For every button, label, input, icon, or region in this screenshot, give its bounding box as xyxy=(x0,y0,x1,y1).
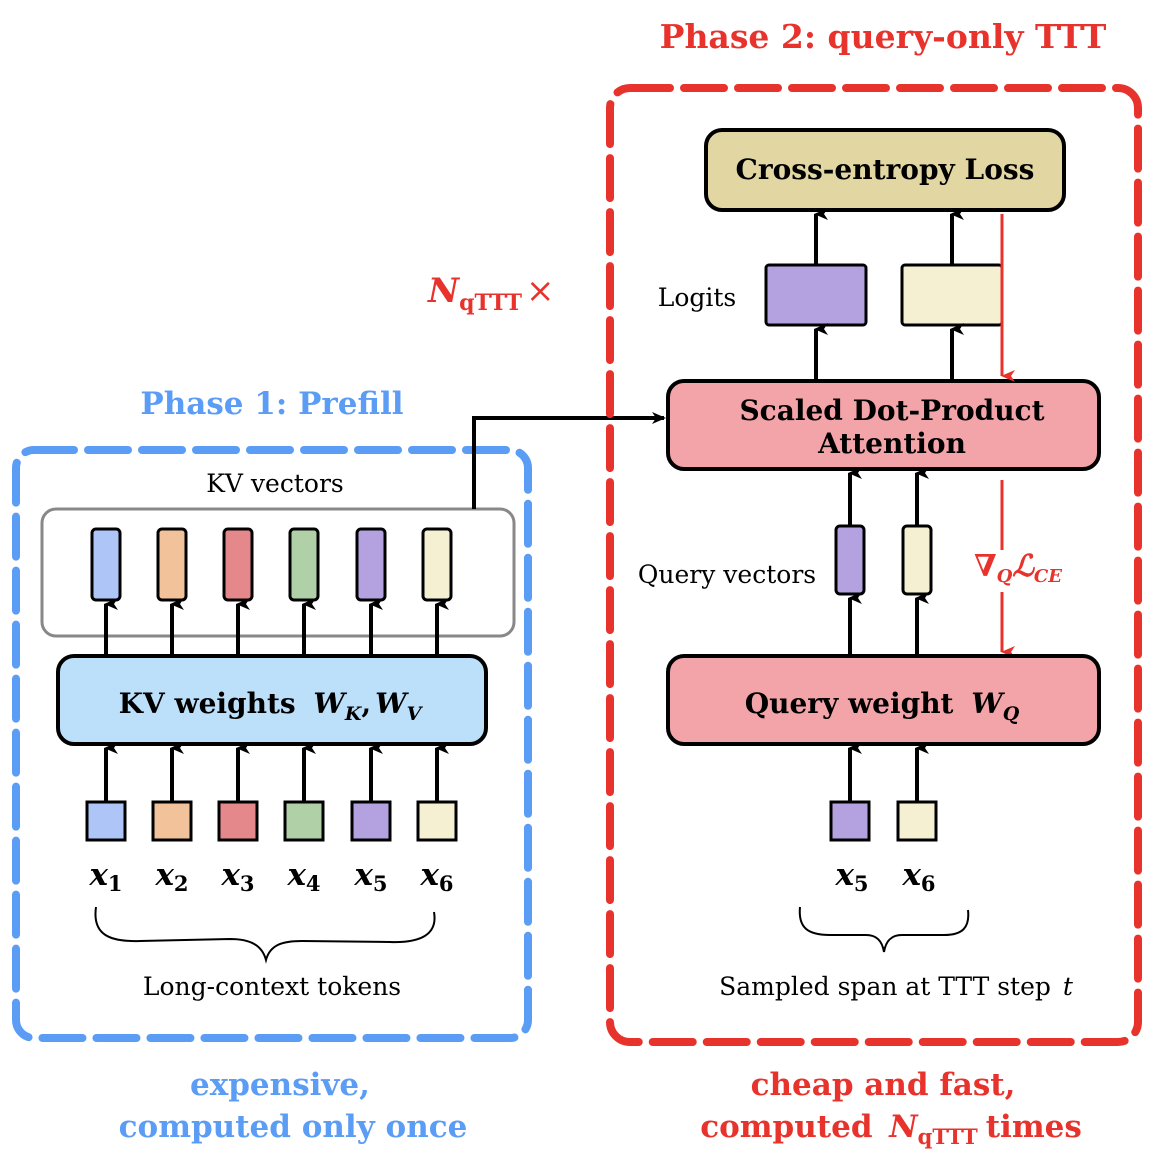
logit-box-5 xyxy=(764,263,868,327)
sampled-span-label: Sampled span at TTT step t xyxy=(719,972,1074,1001)
logit-box-6 xyxy=(900,263,1004,327)
kv-weights-label: KV weights WK,WV xyxy=(119,687,424,725)
kv-vector-4 xyxy=(288,527,320,602)
phase1-caption-line2: computed only once xyxy=(119,1109,468,1145)
phase1-group: Phase 1: Prefill KV vectors KV weights W… xyxy=(12,386,532,1145)
attention-box[interactable] xyxy=(666,379,1101,471)
token-square-x1 xyxy=(85,800,127,842)
token-label-x2: x2 xyxy=(154,857,188,896)
phase2-title: Phase 2: query-only TTT xyxy=(660,17,1107,56)
cross-entropy-loss-box[interactable] xyxy=(704,128,1066,212)
attention-label-line2: Attention xyxy=(817,427,966,460)
token-label-x1: x1 xyxy=(88,857,122,896)
token-square-x6-phase2 xyxy=(896,800,938,842)
sampled-span-brace xyxy=(798,906,970,953)
kv-vectors-label: KV vectors xyxy=(206,469,343,498)
token-label-x5-phase2: x5 xyxy=(834,857,868,896)
token-square-x4 xyxy=(283,800,325,842)
kv-vector-2 xyxy=(156,527,188,602)
token-label-x5: x5 xyxy=(353,857,387,896)
token-square-x2 xyxy=(151,800,193,842)
phase2-group: Phase 2: query-only TTT NqTTT× Cross-ent… xyxy=(427,17,1142,1149)
token-square-x5-phase2 xyxy=(829,800,871,842)
phase2-caption-line1: cheap and fast, xyxy=(751,1067,1016,1103)
kv-vector-3 xyxy=(222,527,254,602)
token-label-x3: x3 xyxy=(220,857,254,896)
query-vector-6 xyxy=(901,524,933,596)
query-weight-label: Query weight WQ xyxy=(745,687,1020,725)
input-arrows xyxy=(104,742,449,802)
attention-label-line1: Scaled Dot-Product xyxy=(739,394,1044,427)
query-vector-5 xyxy=(834,524,866,596)
kv-weights-box[interactable] xyxy=(56,654,488,746)
kv-vector-1 xyxy=(90,527,122,602)
token-square-x3 xyxy=(217,800,259,842)
phase1-dashed-border xyxy=(12,446,532,1042)
long-context-brace xyxy=(94,906,436,964)
query-weight-box[interactable] xyxy=(666,654,1101,746)
long-context-label: Long-context tokens xyxy=(143,972,401,1001)
gradient-label: ∇QℒCE xyxy=(974,549,1062,587)
token-label-x6: x6 xyxy=(419,857,453,896)
cross-entropy-loss-label: Cross-entropy Loss xyxy=(736,153,1035,186)
kv-vector-5 xyxy=(355,527,387,602)
token-label-x4: x4 xyxy=(286,857,320,896)
kv-vector-6 xyxy=(421,527,453,602)
token-label-x6-phase2: x6 xyxy=(901,857,935,896)
phase1-caption-line1: expensive, xyxy=(190,1067,370,1103)
query-vectors-label: Query vectors xyxy=(638,560,816,589)
token-square-x5 xyxy=(350,800,392,842)
token-squares xyxy=(85,800,458,842)
token-square-x6 xyxy=(416,800,458,842)
phase1-title: Phase 1: Prefill xyxy=(140,386,403,422)
kv-to-attention-arrow xyxy=(472,412,666,509)
repeat-count-label: NqTTT× xyxy=(427,271,555,316)
phase2-dashed-border xyxy=(606,84,1142,1046)
token-labels: x1 x2 x3 x4 x5 x6 xyxy=(88,857,453,896)
kv-vectors xyxy=(90,527,453,656)
logits-label: Logits xyxy=(658,283,737,312)
